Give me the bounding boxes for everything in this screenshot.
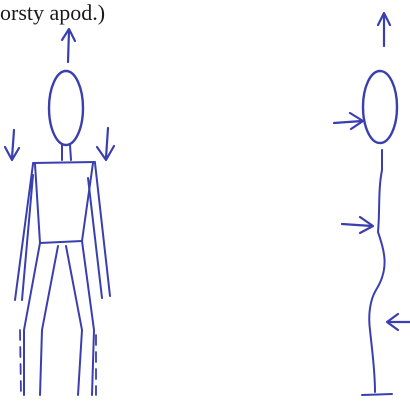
spine-side bbox=[369, 150, 384, 392]
right-leg-front bbox=[66, 241, 94, 395]
right-arm-front bbox=[88, 163, 110, 298]
left-shoulder-arrow bbox=[5, 130, 19, 160]
torso-front bbox=[35, 163, 93, 243]
shoulders-front bbox=[33, 162, 95, 163]
head-arrow bbox=[334, 113, 363, 129]
head-side bbox=[363, 71, 397, 143]
back-arrow bbox=[342, 217, 373, 233]
leg-shading-left bbox=[20, 330, 21, 395]
front-view-figure bbox=[5, 29, 114, 395]
up-arrow-front bbox=[62, 29, 75, 62]
up-arrow-side bbox=[378, 13, 390, 46]
neck-front bbox=[62, 145, 71, 160]
right-shoulder-arrow bbox=[97, 128, 114, 160]
left-arm-front bbox=[15, 164, 33, 300]
side-view-figure bbox=[334, 13, 410, 395]
left-leg-front bbox=[24, 243, 58, 395]
head-front bbox=[49, 71, 83, 145]
foot-side bbox=[362, 394, 392, 395]
knee-arrow bbox=[387, 314, 410, 330]
